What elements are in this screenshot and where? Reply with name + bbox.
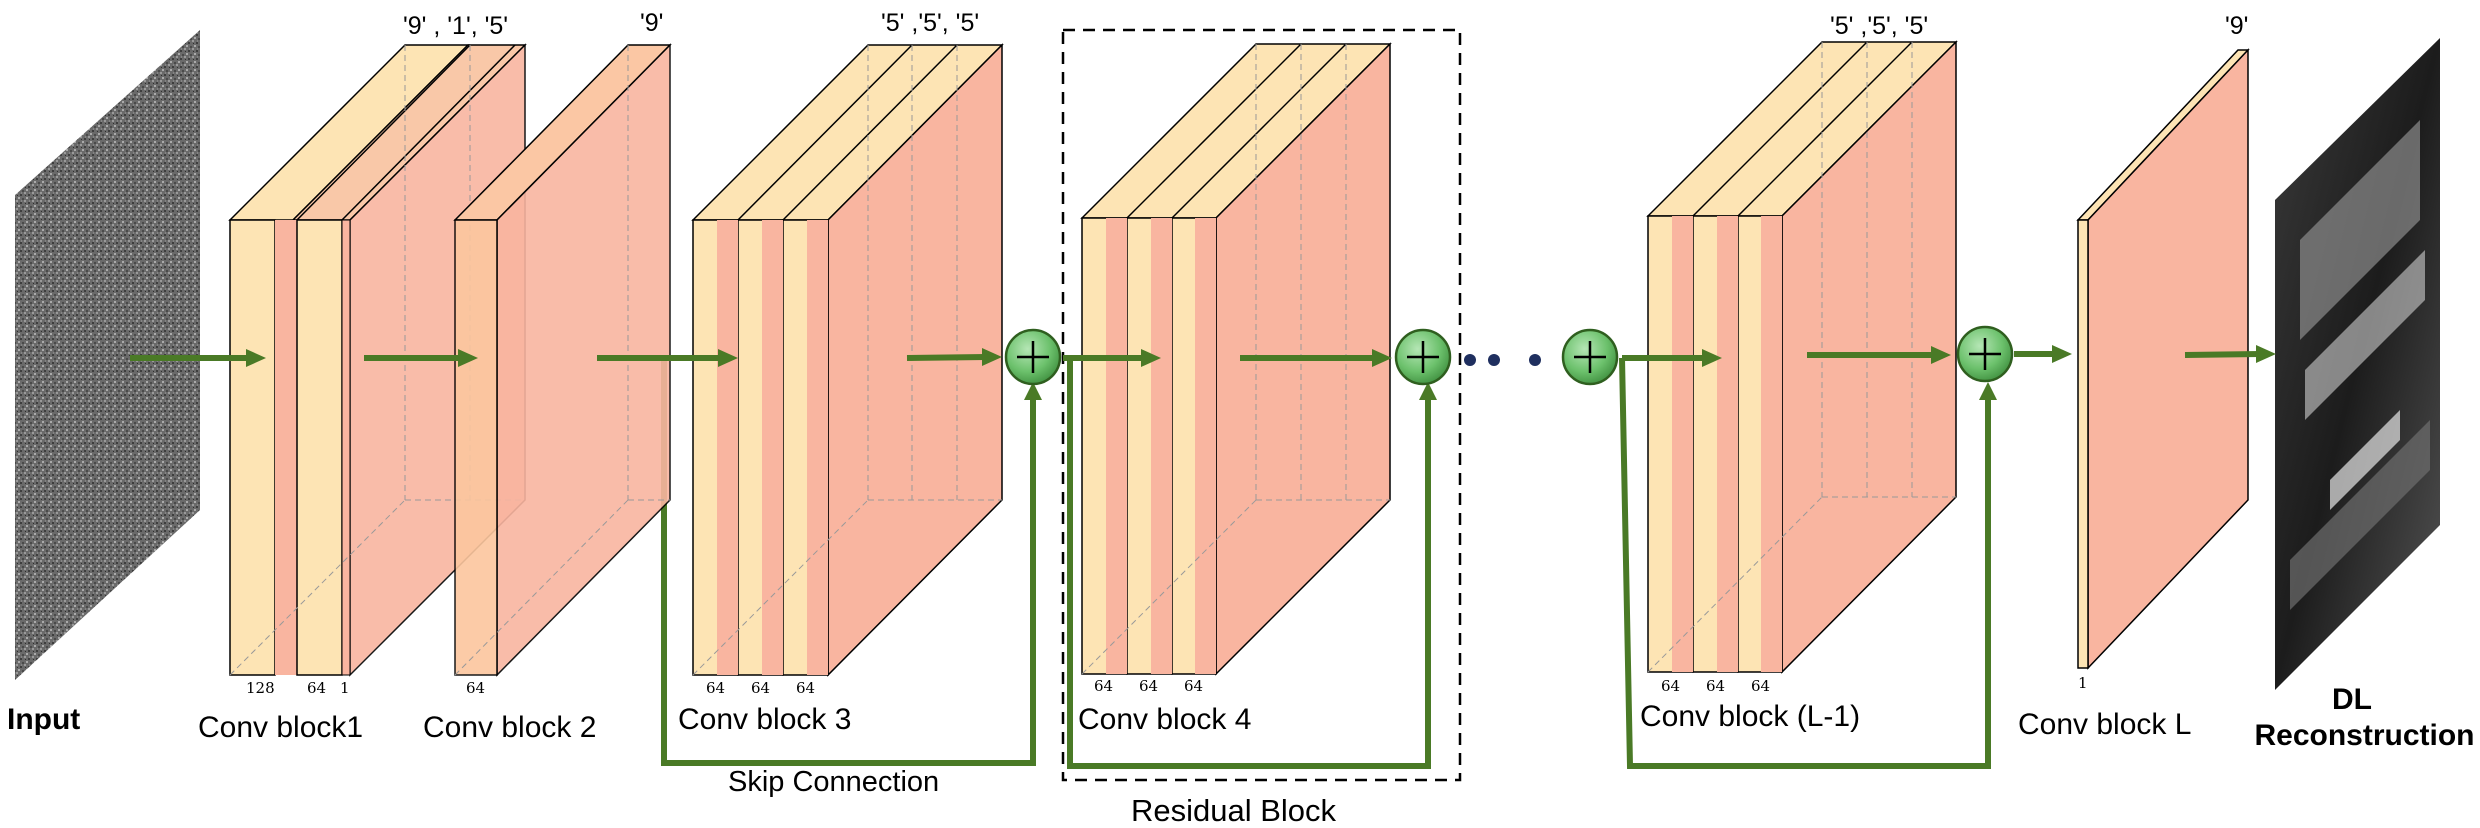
channel-label: 64 — [796, 679, 816, 697]
block-name-3: Conv block 3 — [678, 703, 852, 736]
block-name-1: Conv block1 — [198, 711, 364, 744]
channel-label: 64 — [751, 679, 771, 697]
kernel-label-block-l-minus-1: '5' ,'5', '5' — [1830, 12, 1929, 40]
block-name-l: Conv block L — [2018, 708, 2192, 741]
block-name-4: Conv block 4 — [1078, 703, 1252, 736]
kernel-label-block-2: '9' — [640, 9, 664, 37]
block-name-l-minus-1: Conv block (L-1) — [1640, 700, 1861, 733]
skip-connection-arrowhead-3 — [1979, 382, 1997, 400]
block-name-2: Conv block 2 — [423, 711, 597, 744]
forward-arrows — [130, 345, 2276, 367]
kernel-label-block-3: '5' ,'5', '5' — [881, 9, 980, 37]
sum-node-1 — [1004, 328, 1062, 386]
channel-label: 1 — [340, 679, 350, 697]
skip-connection-line-3 — [1619, 357, 1991, 769]
channel-label: 64 — [1706, 677, 1726, 695]
channel-label: 64 — [307, 679, 327, 697]
output-image — [2275, 38, 2440, 690]
ellipsis-dots — [1464, 354, 1541, 366]
residual-block-label: Residual Block — [1131, 793, 1337, 828]
conv-block-l — [2076, 48, 2250, 670]
channel-label: 128 — [246, 679, 275, 697]
sum-node-2 — [1394, 328, 1452, 386]
kernel-label-block-1: '9' , '1', '5' — [403, 12, 509, 40]
channel-label: 1 — [2078, 674, 2088, 692]
skip-connection-label: Skip Connection — [728, 766, 940, 798]
output-label-line-2: Reconstruction — [2254, 719, 2475, 752]
channel-label: 64 — [1184, 677, 1204, 695]
input-image — [15, 30, 200, 680]
channel-label: 64 — [1751, 677, 1771, 695]
conv-block-3 — [691, 43, 1004, 677]
skip-connection-arrowhead-1 — [1024, 382, 1042, 400]
input-label: Input — [7, 703, 81, 736]
residual-block-box — [1061, 28, 1462, 782]
sum-node-4 — [1956, 325, 2014, 383]
channel-label: 64 — [1094, 677, 1114, 695]
kernel-label-block-l: '9' — [2225, 12, 2249, 40]
channel-label: 64 — [706, 679, 726, 697]
skip-connection-line-2 — [1067, 358, 1431, 769]
conv-block-l-minus-1 — [1646, 40, 1958, 674]
skip-connection-line-1 — [661, 358, 1036, 766]
channel-label: 64 — [1661, 677, 1681, 695]
channel-label: 64 — [466, 679, 486, 697]
output-label-line-1: DL — [2332, 683, 2372, 716]
skip-connection-arrowhead-2 — [1419, 382, 1437, 400]
channel-label: 64 — [1139, 677, 1159, 695]
conv-block-2 — [453, 43, 672, 677]
sum-node-3 — [1561, 328, 1619, 386]
